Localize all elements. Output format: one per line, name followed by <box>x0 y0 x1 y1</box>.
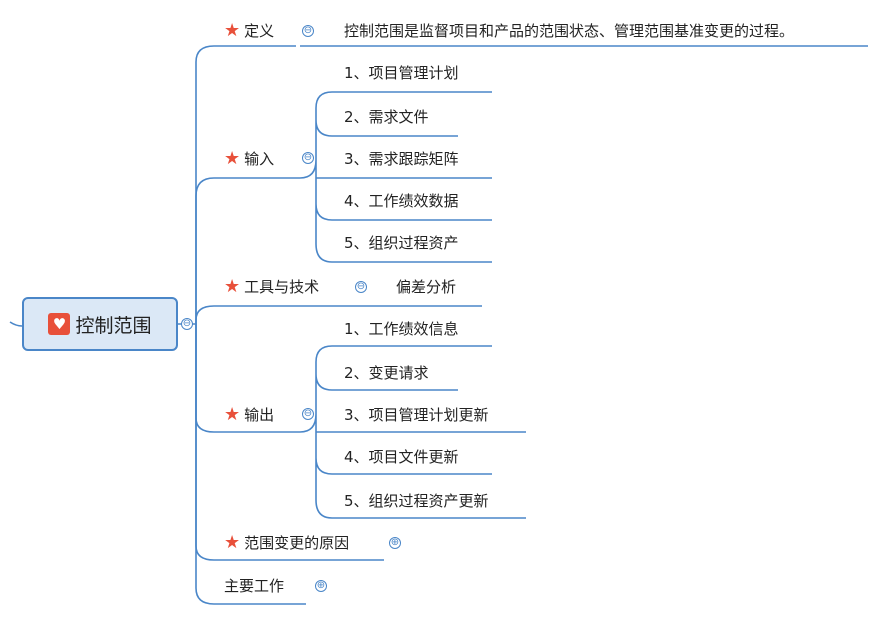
input-item-5[interactable]: 5、组织过程资产 <box>344 234 459 252</box>
input-collapse-toggle[interactable]: ⊖ <box>302 152 314 164</box>
branch-connector-tools <box>195 305 215 324</box>
output-item-1[interactable]: 1、工作绩效信息 <box>344 320 459 338</box>
star-icon: ★ <box>224 276 241 297</box>
main-work-expand-toggle[interactable]: ⊕ <box>315 580 327 592</box>
input-item-2[interactable]: 2、需求文件 <box>344 108 429 126</box>
branch-definition[interactable]: ★ 定义 <box>224 21 274 41</box>
root-topic[interactable]: ♥ 控制范围 <box>22 297 178 351</box>
branch-main-work[interactable]: 主要工作 <box>224 576 284 596</box>
tools-collapse-toggle[interactable]: ⊖ <box>355 281 367 293</box>
branch-output[interactable]: ★ 输出 <box>224 405 274 425</box>
branch-connector-input <box>195 177 215 324</box>
output-collapse-toggle[interactable]: ⊖ <box>302 408 314 420</box>
root-collapse-toggle[interactable]: ⊖ <box>181 318 193 330</box>
tools-item-1[interactable]: 偏差分析 <box>396 278 457 296</box>
star-icon: ★ <box>224 148 241 169</box>
output-child-spine <box>299 345 333 519</box>
input-item-4[interactable]: 4、工作绩效数据 <box>344 192 459 210</box>
branch-connector-definition <box>195 45 215 324</box>
branch-tools[interactable]: ★ 工具与技术 <box>224 277 319 297</box>
branch-connector-output <box>195 324 215 433</box>
star-icon: ★ <box>224 20 241 41</box>
input-child-spine <box>299 91 333 263</box>
branch-reasons[interactable]: ★ 范围变更的原因 <box>224 533 349 553</box>
input-item-3[interactable]: 3、需求跟踪矩阵 <box>344 150 459 168</box>
branch-connector-mainwork <box>195 324 215 605</box>
branch-main-work-label: 主要工作 <box>224 577 285 595</box>
branch-reasons-label: 范围变更的原因 <box>244 534 350 552</box>
output-item-5[interactable]: 5、组织过程资产更新 <box>344 492 489 510</box>
definition-collapse-toggle[interactable]: ⊖ <box>302 25 314 37</box>
branch-tools-label: 工具与技术 <box>244 278 320 296</box>
input-item-1[interactable]: 1、项目管理计划 <box>344 64 459 82</box>
branch-output-label: 输出 <box>244 406 275 424</box>
root-stub <box>9 321 23 327</box>
output-item-2[interactable]: 2、变更请求 <box>344 364 429 382</box>
star-icon: ★ <box>224 404 241 425</box>
branch-connector-reasons <box>195 324 215 561</box>
star-icon: ★ <box>224 532 241 553</box>
branch-definition-label: 定义 <box>244 22 275 40</box>
reasons-expand-toggle[interactable]: ⊕ <box>389 537 401 549</box>
output-item-3[interactable]: 3、项目管理计划更新 <box>344 406 489 424</box>
branch-input-label: 输入 <box>244 150 275 168</box>
heart-icon: ♥ <box>48 313 71 335</box>
output-item-4[interactable]: 4、项目文件更新 <box>344 448 459 466</box>
definition-text[interactable]: 控制范围是监督项目和产品的范围状态、管理范围基准变更的过程。 <box>344 22 795 40</box>
root-topic-label: 控制范围 <box>75 314 152 337</box>
branch-input[interactable]: ★ 输入 <box>224 149 274 169</box>
